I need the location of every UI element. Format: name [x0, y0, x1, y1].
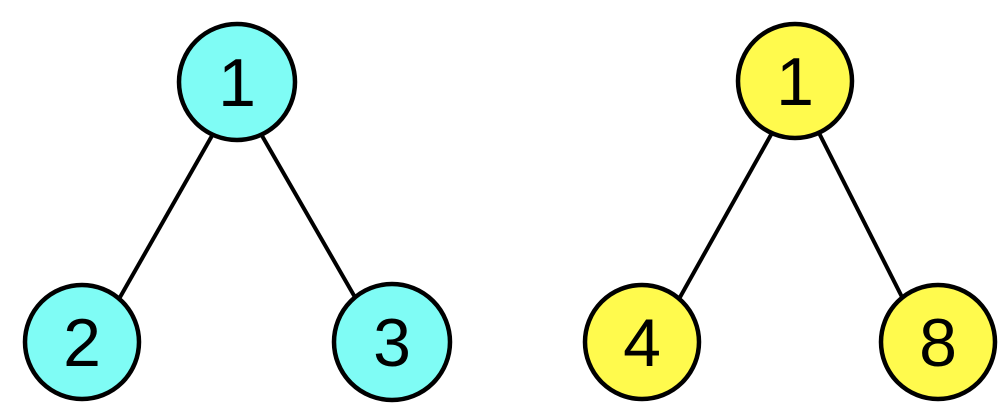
- tree-nodes-yellow-tree: 1 4 8: [582, 21, 998, 402]
- tree-edge: [117, 133, 215, 300]
- tree-node-4-yellow-tree[interactable]: 4: [582, 282, 702, 402]
- node-circle[interactable]: [22, 282, 142, 402]
- tree-node-3-cyan-tree[interactable]: 3: [331, 281, 453, 403]
- node-label: 8: [919, 305, 957, 381]
- tree-edges-cyan-tree: [117, 133, 358, 300]
- tree-edge: [817, 132, 905, 300]
- edges-layer: [117, 132, 905, 300]
- node-label: 4: [623, 305, 661, 381]
- node-circle[interactable]: [582, 282, 702, 402]
- node-label: 2: [63, 305, 101, 381]
- node-label: 3: [373, 305, 411, 381]
- node-circle[interactable]: [176, 21, 298, 143]
- tree-edge: [677, 132, 774, 300]
- node-circle[interactable]: [878, 282, 998, 402]
- tree-edges-yellow-tree: [677, 132, 905, 300]
- tree-edge: [259, 133, 358, 300]
- node-circle[interactable]: [331, 281, 453, 403]
- node-circle[interactable]: [735, 21, 855, 141]
- tree-node-1-yellow-tree[interactable]: 1: [735, 21, 855, 141]
- tree-node-2-cyan-tree[interactable]: 2: [22, 282, 142, 402]
- node-label: 1: [218, 45, 256, 121]
- tree-node-8-yellow-tree[interactable]: 8: [878, 282, 998, 402]
- tree-node-1-cyan-tree[interactable]: 1: [176, 21, 298, 143]
- node-label: 1: [776, 44, 814, 120]
- tree-nodes-cyan-tree: 1 2 3: [22, 21, 453, 403]
- nodes-layer: 1 2 3 1 4 8: [22, 21, 998, 403]
